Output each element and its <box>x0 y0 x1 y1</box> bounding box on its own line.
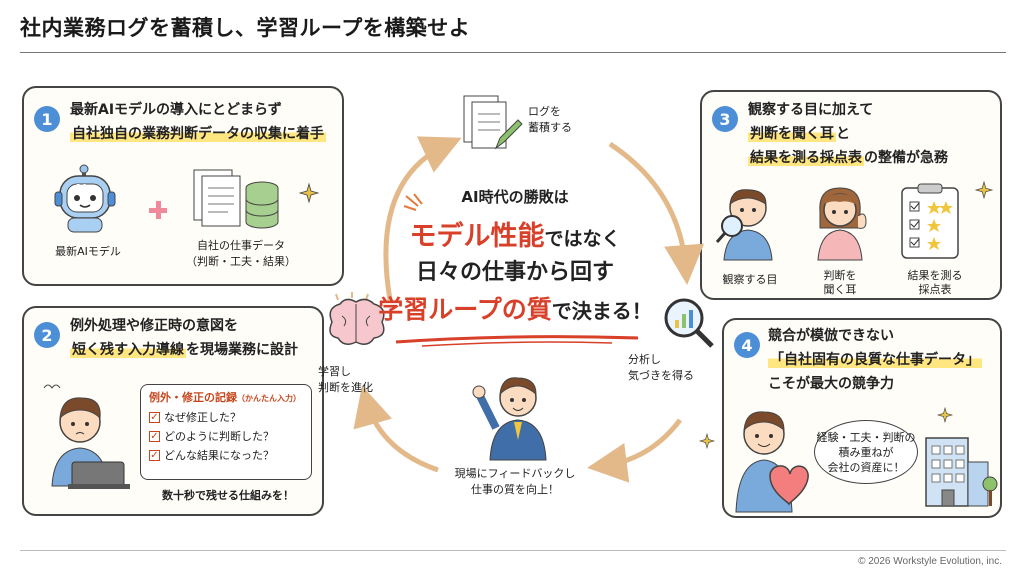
observe-label: 観察する目 <box>722 273 778 286</box>
panel-2-line-1: 例外処理や修正時の意図を <box>70 318 238 334</box>
assets-speech-bubble: 経験・工夫・判断の 積み重ねが 会社の資産に！ <box>814 420 918 484</box>
company-data-label-2: （判断・工夫・結果） <box>186 255 296 268</box>
panel-4: 4 競合が模倣できない 「自社固有の良質な仕事データ」 こそが最大の競争力 経験… <box>722 318 1002 518</box>
listen-label-2: 聞く耳 <box>823 283 857 296</box>
record-item-1: ✓なぜ修正した？ <box>149 411 241 424</box>
copyright: © 2026 Workstyle Evolution, inc. <box>858 556 1002 567</box>
record-card-title: 例外・修正の記録（かんたん入力） <box>149 391 301 404</box>
cycle-step-feedback-2: 仕事の質を向上！ <box>471 483 559 496</box>
title-divider <box>20 52 1006 53</box>
bubble-line-1: 経験・工夫・判断の <box>816 430 916 444</box>
step-badge-4: 4 <box>734 332 760 358</box>
panel-3-line-2b: と <box>836 126 850 142</box>
cycle-step-learn-1: 学習し <box>318 365 351 378</box>
center-line-2: モデル性能ではなく <box>390 214 640 253</box>
step-badge-1: 1 <box>34 106 60 132</box>
cycle-step-feedback-1: 現場にフィードバックし <box>454 467 576 480</box>
record-item-2: ✓どのように判断した？ <box>149 430 274 443</box>
person-heart-icon <box>735 411 809 513</box>
listening-person-icon <box>817 187 867 261</box>
record-card: 例外・修正の記録（かんたん入力） ✓なぜ修正した？ ✓どのように判断した？ ✓ど… <box>140 384 312 480</box>
footer-divider <box>20 550 1006 551</box>
panel-4-heading: 競合が模倣できない 「自社固有の良質な仕事データ」 こそが最大の競争力 <box>768 324 982 396</box>
bubble-line-3: 会社の資産に！ <box>827 460 905 474</box>
sparkle-icon <box>698 432 716 450</box>
panel-3-line-3: 結果を測る採点表 <box>748 150 864 166</box>
panel-1-line-1: 最新AIモデルの導入にとどまらず <box>70 102 282 118</box>
building-icon <box>925 437 998 507</box>
checkbox-icon: ✓ <box>149 449 160 461</box>
panel-2-heading: 例外処理や修正時の意図を 短く残す入力導線を現場業務に設計 <box>70 314 298 362</box>
bubble-line-2: 積み重ねが <box>838 445 894 459</box>
brain-icon <box>329 292 385 345</box>
checkbox-icon: ✓ <box>149 430 160 442</box>
center-not: ではなく <box>544 228 621 250</box>
center-line-1: AI時代の勝敗は <box>461 188 569 206</box>
panel-3: 3 観察する目に加えて 判断を聞く耳と 結果を測る採点表の整備が急務 <box>700 90 1002 300</box>
ai-model-label: 最新AIモデル <box>55 245 121 258</box>
listen-label-1: 判断を <box>823 269 857 282</box>
panel-3-line-1: 観察する目に加えて <box>748 102 874 118</box>
panel-3-line-2: 判断を聞く耳 <box>748 126 836 142</box>
plus-icon <box>149 201 167 219</box>
center-loop-quality: 学習ループの質 <box>378 295 552 324</box>
center-decides: で決まる！ <box>551 299 652 323</box>
log-documents-icon <box>463 95 523 150</box>
sparkle-icon <box>936 406 954 424</box>
robot-label: AI <box>74 182 87 195</box>
panel-4-line-3: こそが最大の競争力 <box>768 376 894 392</box>
panel-2-footer: 数十秒で残せる仕組みを！ <box>162 489 294 502</box>
person-laptop-icon <box>43 384 130 489</box>
company-data-label-1: 自社の仕事データ <box>197 239 285 252</box>
center-line-4: 学習ループの質で決まる！ <box>374 290 656 326</box>
step-badge-2: 2 <box>34 322 60 348</box>
analysis-magnifier-icon <box>664 298 714 348</box>
cycle-step-accumulate-1: ログを <box>528 105 561 118</box>
step-badge-3: 3 <box>712 106 738 132</box>
panel-2-line-2b: を現場業務に設計 <box>186 342 298 358</box>
magnifier-person-icon <box>715 189 773 261</box>
panel-1-heading: 最新AIモデルの導入にとどまらず 自社独自の業務判断データの収集に着手 <box>70 98 326 146</box>
panel-3-line-3b: の整備が急務 <box>864 150 948 166</box>
checkbox-icon: ✓ <box>149 411 160 423</box>
panel-3-heading: 観察する目に加えて 判断を聞く耳と 結果を測る採点表の整備が急務 <box>748 98 948 170</box>
cycle-step-analyze-1: 分析し <box>628 353 661 366</box>
cycle-step-analyze-2: 気づきを得る <box>628 369 694 382</box>
panel-1-line-2: 自社独自の業務判断データの収集に着手 <box>70 126 326 142</box>
panel-2: 2 例外処理や修正時の意図を 短く残す入力導線を現場業務に設計 例外・修正の記録… <box>22 306 324 516</box>
panel-2-line-2a: 短く残す入力導線 <box>70 342 186 358</box>
sparkle-icon <box>974 180 994 200</box>
page-title: 社内業務ログを蓄積し、学習ループを構築せよ <box>20 16 471 40</box>
clipboard-icon <box>901 183 959 259</box>
cycle-step-accumulate-2: 蓄積する <box>528 121 572 134</box>
cycle-step-learn-2: 判断を進化 <box>318 381 373 394</box>
center-line-3: 日々の仕事から回す <box>415 260 614 285</box>
panel-4-line-1: 競合が模倣できない <box>768 328 894 344</box>
burst-lines <box>403 193 423 211</box>
cycle-arrows <box>353 136 705 483</box>
panel-1: 1 最新AIモデルの導入にとどまらず 自社独自の業務判断データの収集に着手 AI <box>22 86 344 286</box>
center-model-performance: モデル性能 <box>409 221 545 252</box>
robot-icon <box>54 164 116 233</box>
sparkle-icon <box>298 182 320 204</box>
record-item-3: ✓どんな結果になった？ <box>149 449 274 462</box>
score-label-1: 結果を測る <box>907 269 963 282</box>
score-label-2: 採点表 <box>918 283 952 296</box>
underline-stroke <box>395 335 639 347</box>
documents-database-icon <box>193 169 279 229</box>
panel-4-line-2: 「自社固有の良質な仕事データ」 <box>768 352 982 368</box>
cheering-person-icon <box>472 377 547 461</box>
